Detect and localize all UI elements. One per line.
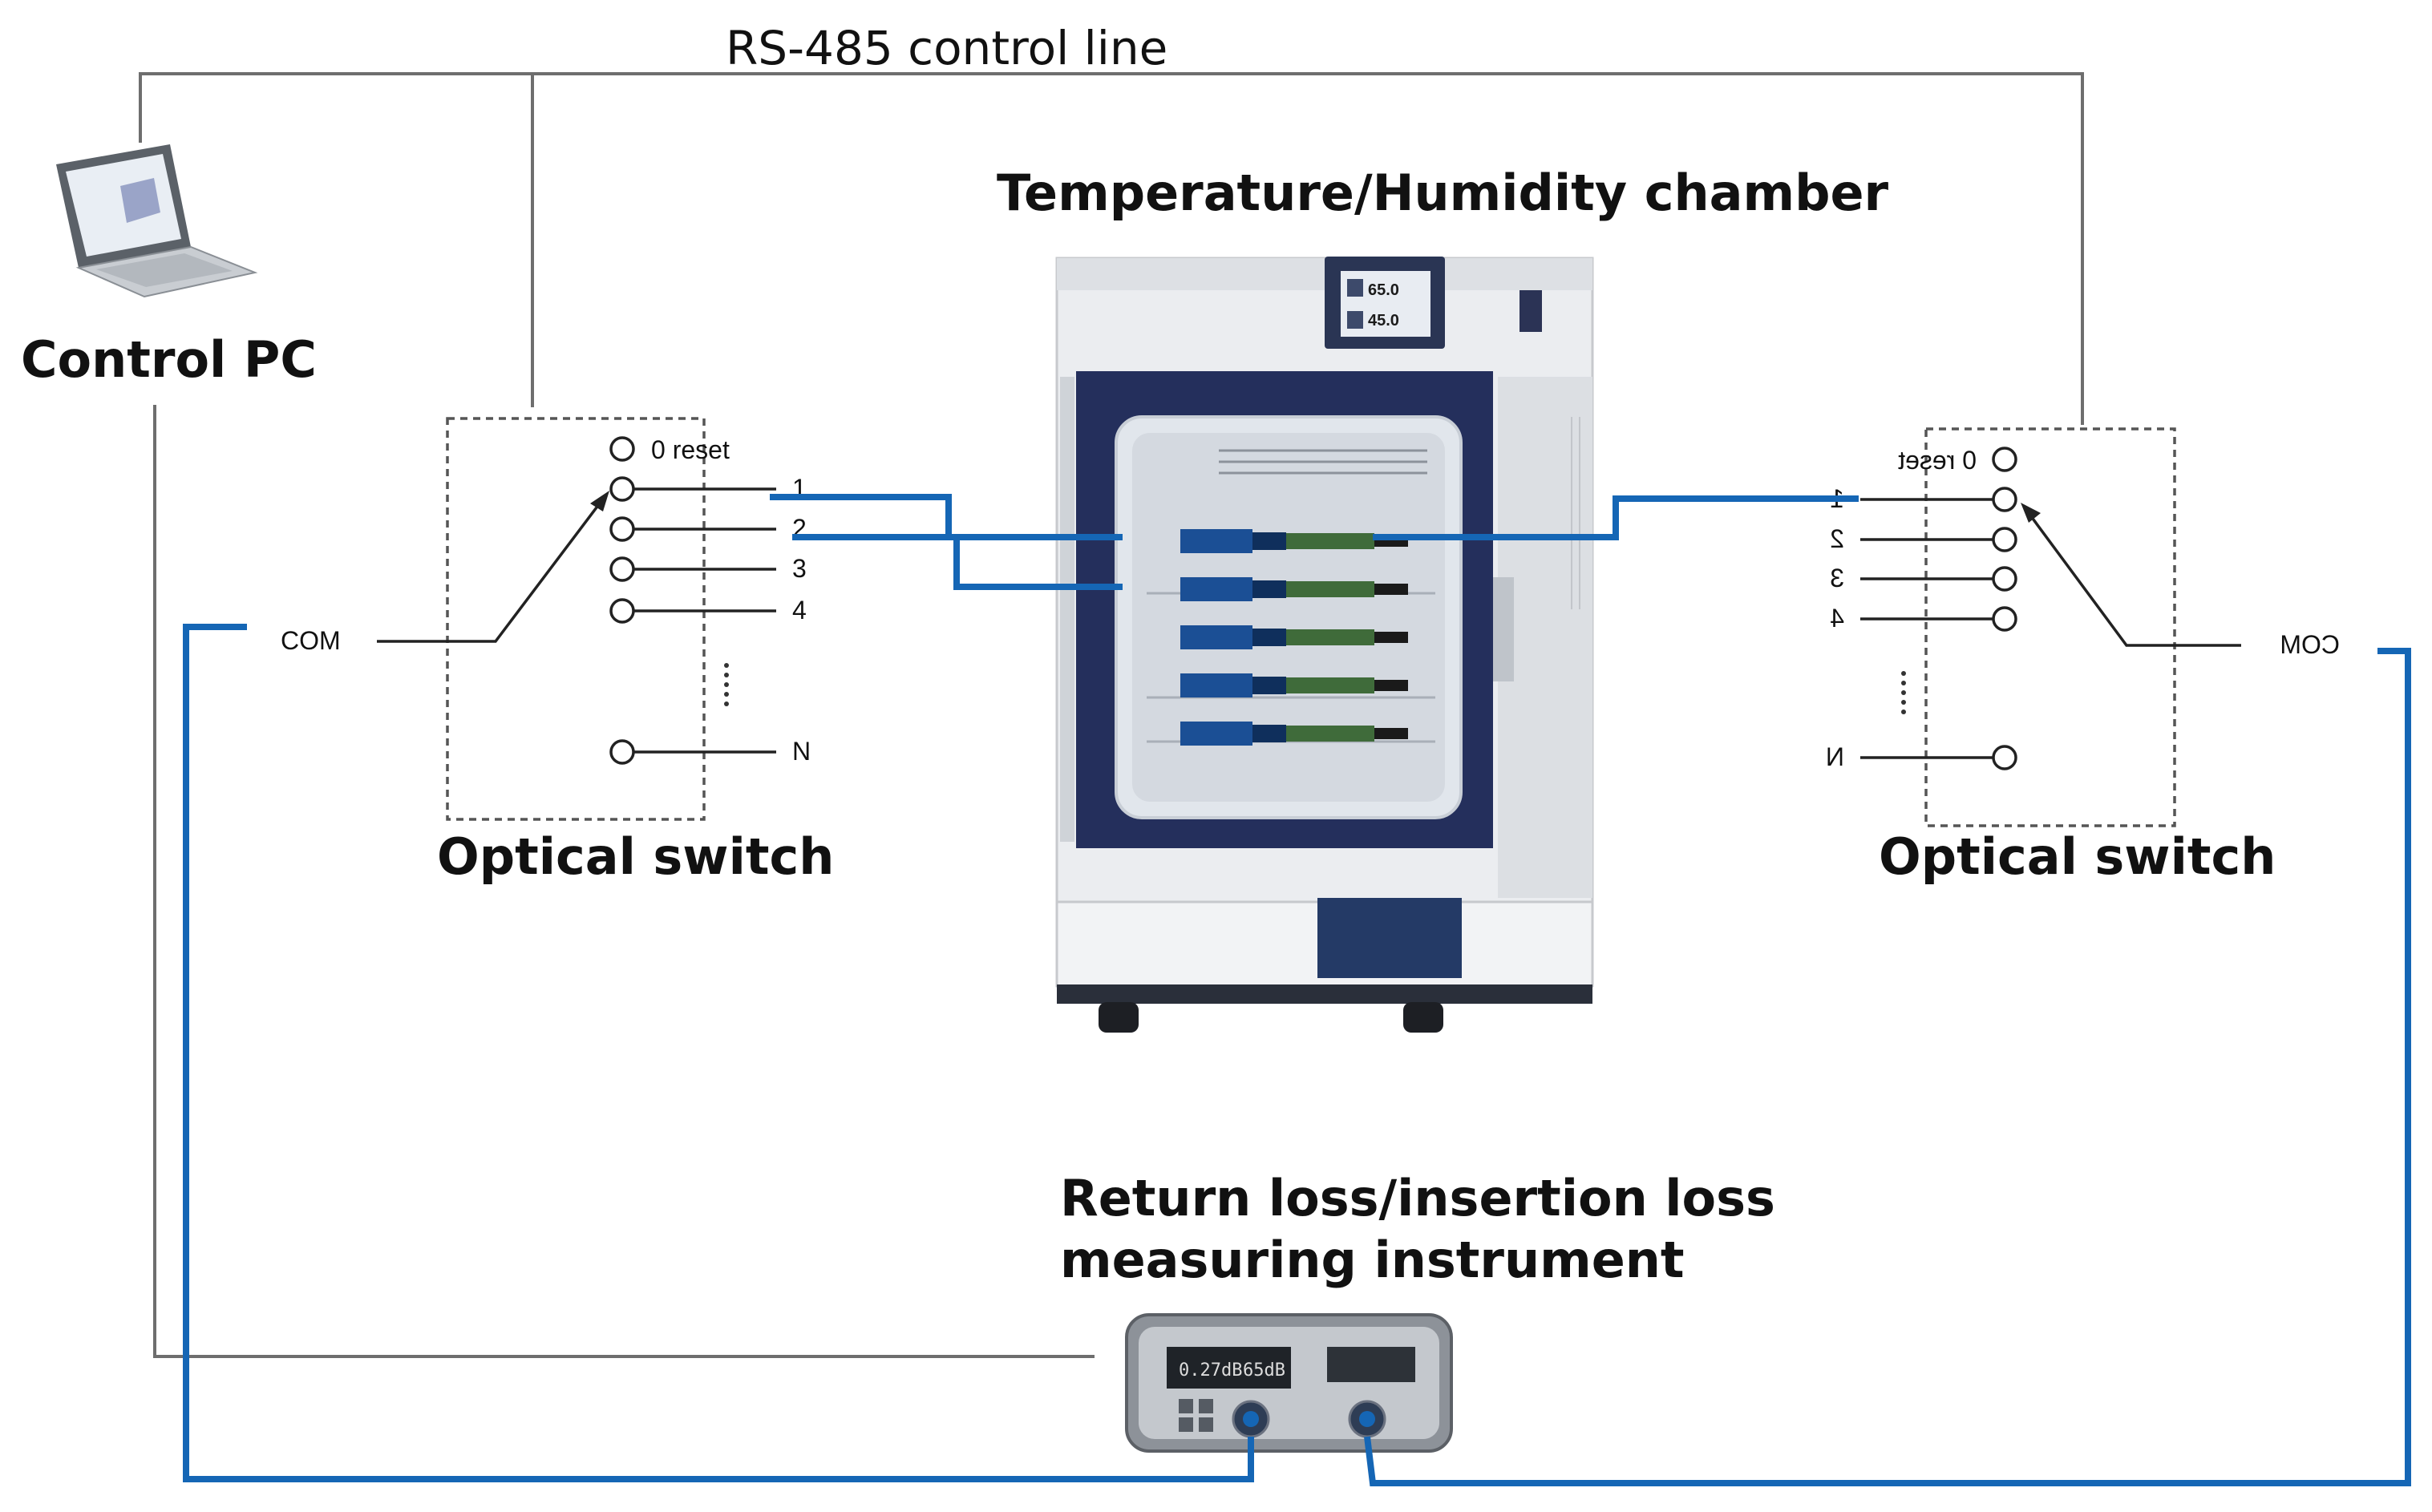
optical-switch-left bbox=[377, 417, 776, 821]
laptop-icon bbox=[56, 144, 258, 298]
right-com-label: COM bbox=[2280, 630, 2340, 659]
instrument-display-1: 0.27dB bbox=[1179, 1360, 1242, 1381]
left-port-n: N bbox=[792, 737, 811, 766]
left-switch-ports bbox=[609, 436, 776, 765]
optical-switch-right bbox=[1860, 427, 2241, 827]
control-pc-label: Control PC bbox=[21, 330, 317, 389]
right-port-3: 3 bbox=[1830, 564, 1844, 592]
chamber-reading-1: 65.0 bbox=[1368, 281, 1399, 299]
right-port-reset: 0 reset bbox=[1898, 446, 1977, 475]
left-port-3: 3 bbox=[792, 554, 807, 583]
instrument-title-line-1: Return loss/insertion loss bbox=[1060, 1169, 1775, 1227]
left-port-reset: 0 reset bbox=[651, 435, 730, 464]
left-switch-label: Optical switch bbox=[437, 827, 834, 886]
measuring-instrument: 0.27dB 65dB bbox=[1125, 1313, 1453, 1453]
instrument-display-2: 65dB bbox=[1243, 1360, 1285, 1381]
fiber-connections bbox=[183, 494, 2411, 1486]
instrument-title-line-2: measuring instrument bbox=[1060, 1231, 1685, 1289]
left-com-label: COM bbox=[281, 626, 341, 655]
right-switch-ports bbox=[1860, 447, 2017, 770]
control-line-label: RS-485 control line bbox=[726, 21, 1167, 75]
chamber-title: Temperature/Humidity chamber bbox=[997, 164, 1889, 222]
left-switch-ellipsis bbox=[724, 663, 729, 706]
left-port-4: 4 bbox=[792, 596, 807, 625]
right-port-n: N bbox=[1826, 742, 1844, 771]
chamber-reading-2: 45.0 bbox=[1368, 312, 1399, 329]
rs485-control-line bbox=[139, 72, 2084, 1358]
right-port-4: 4 bbox=[1830, 604, 1844, 633]
temperature-humidity-chamber: 65.0 45.0 bbox=[1055, 257, 1594, 1033]
connector-samples bbox=[1180, 529, 1408, 746]
right-port-2: 2 bbox=[1830, 524, 1844, 553]
right-switch-label: Optical switch bbox=[1879, 827, 2276, 886]
right-switch-ellipsis bbox=[1901, 671, 1906, 714]
